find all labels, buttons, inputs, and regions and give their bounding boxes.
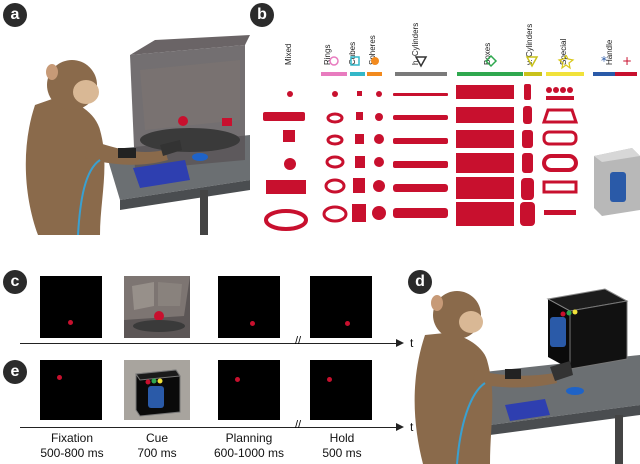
boxes-icon [484,55,498,68]
phase-duration: 700 ms [137,446,177,460]
fixation-dot [68,320,73,325]
time-axis-c [20,343,398,344]
special-icon [557,55,575,70]
phase-name: Planning [225,431,273,445]
planning-screen [218,276,280,338]
hold-dot [345,321,350,326]
phase-name: Fixation [50,431,94,445]
hold-screen-e [310,360,372,420]
setup-illustration-d [414,288,640,464]
planning-dot-e [235,377,240,382]
phase-planning: Planning 600-1000 ms [199,431,299,461]
break-icon: // [295,335,302,347]
time-label-c: t [410,336,414,350]
cue-handle-image [124,360,190,420]
plus-icon: + [622,55,632,68]
asterisk-icon: * [601,55,607,68]
hold-screen [310,276,372,338]
time-axis-e [20,427,398,428]
panel-label-e: e [3,360,27,384]
hold-dot-e [327,377,332,382]
arrow-head-icon [396,339,404,347]
phase-duration: 600-1000 ms [213,446,285,460]
panel-label-a: a [3,3,27,27]
phase-cue: Cue 700 ms [107,431,207,461]
phase-duration: 500-800 ms [40,446,104,460]
planning-screen-e [218,360,280,420]
object-grid [263,84,640,231]
setup-illustration-a [25,35,250,235]
fixation-dot-e [57,375,62,380]
h-cylinders-icon [414,56,428,68]
category-icons: * + [321,55,637,76]
panel-label-c: c [3,270,27,294]
phase-name: Hold [329,431,355,445]
cue-scene-image [124,276,190,338]
phase-duration: 500 ms [322,446,362,460]
spheres-icon [371,57,379,65]
v-cylinders-icon [525,56,539,68]
break-icon: // [295,419,302,431]
arrow-head-icon [396,423,404,431]
fixation-screen [40,276,102,338]
panel-label-b: b [250,3,274,27]
planning-dot [250,321,255,326]
phase-name: Cue [145,431,168,445]
rings-icon [329,56,339,66]
phase-fixation: Fixation 500-800 ms [22,431,122,461]
phase-hold: Hold 500 ms [292,431,392,461]
cubes-icon [350,56,360,66]
time-label-e: t [410,420,414,434]
fixation-screen-e [40,360,102,420]
panel-label-d: d [408,270,432,294]
